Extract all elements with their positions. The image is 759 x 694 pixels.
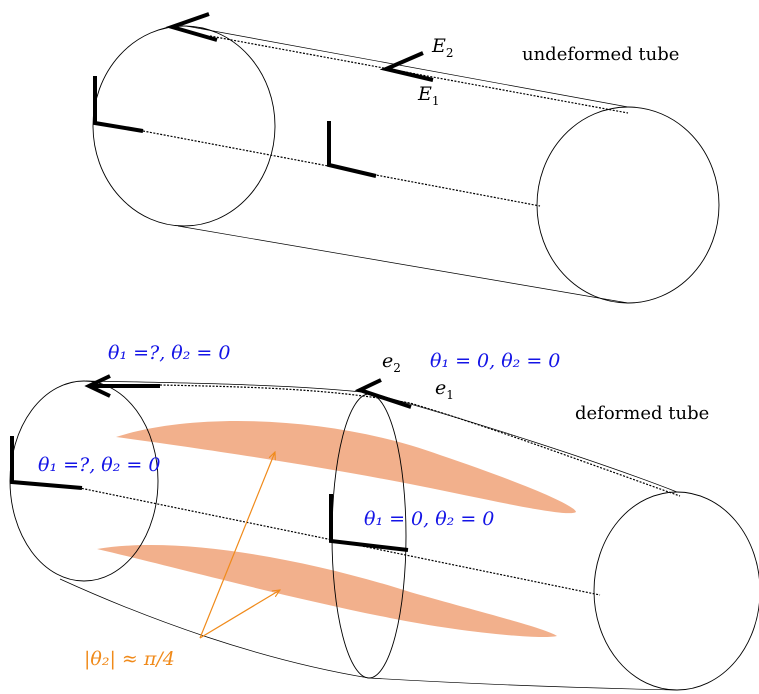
annotation-arrow-lower — [199, 590, 280, 639]
deformed-right-end-circle — [593, 491, 759, 691]
undeformed-left-end-circle — [92, 25, 276, 227]
undeformed-bottom-generator — [177, 225, 629, 304]
undeformed-frame-mid-axis — [327, 121, 377, 178]
angle-label-top-left: θ₁ =?, θ₂ = 0 — [108, 342, 230, 364]
annotation-label: |θ₂| ≈ π/4 — [84, 648, 175, 670]
undeformed-tube: undeformed tube E2 E1 — [92, 12, 720, 304]
undeformed-frame-top-left — [165, 12, 218, 42]
frame-label-E2: E2 — [431, 35, 454, 60]
lower-orange-band — [97, 545, 557, 638]
deformed-frame-top-left-tip — [84, 374, 111, 398]
undeformed-top-dotted-line — [209, 35, 629, 114]
annotation-arrow-upper — [199, 452, 275, 639]
frame-label-e2: e2 — [382, 350, 401, 375]
angle-label-left: θ₁ =?, θ₂ = 0 — [38, 454, 160, 476]
deformed-title: deformed tube — [575, 403, 709, 424]
deformed-top-dotted-line — [159, 384, 681, 497]
undeformed-frame-top-mid — [379, 51, 434, 82]
undeformed-frame-left-axis — [93, 76, 144, 133]
upper-orange-band — [116, 421, 576, 514]
frame-label-E1: E1 — [417, 83, 440, 108]
undeformed-title: undeformed tube — [522, 44, 679, 65]
deformed-frame-top-mid — [354, 378, 412, 409]
undeformed-axis-dotted-line — [142, 130, 541, 207]
frame-label-e1: e1 — [435, 377, 454, 402]
angle-label-top-mid: θ₁ = 0, θ₂ = 0 — [430, 350, 560, 372]
undeformed-top-generator — [185, 25, 629, 108]
deformed-bottom-generator — [59, 578, 678, 691]
angle-label-center: θ₁ = 0, θ₂ = 0 — [364, 508, 494, 530]
undeformed-right-end-circle — [536, 106, 720, 304]
deformed-frame-left-axis — [10, 436, 83, 490]
deformed-tube: deformed tube e2 e1 θ₁ =?, θ₂ = 0 θ₁ = 0… — [9, 342, 759, 691]
deformed-frame-mid-axis — [329, 494, 409, 552]
